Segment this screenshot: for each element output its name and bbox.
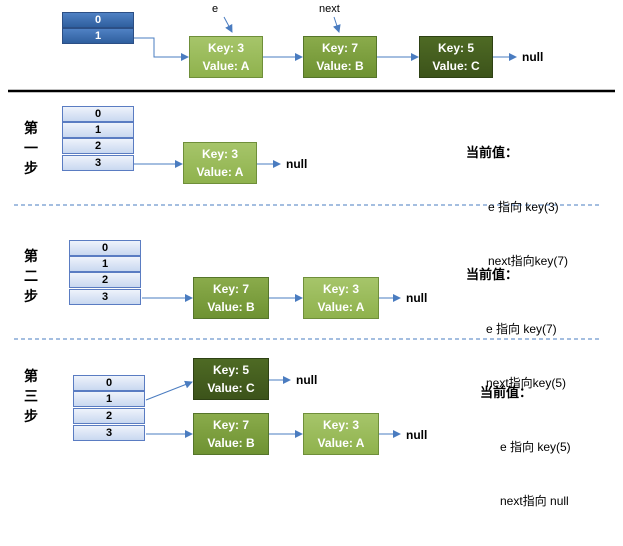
step2-info-next: next指向key(5) <box>486 376 567 390</box>
step1-char-2: 一 <box>24 140 38 156</box>
step1-char-1: 第 <box>24 120 38 136</box>
step2-array-cell-2: 2 <box>69 272 141 288</box>
step3-array-cell-1: 1 <box>73 391 145 407</box>
step1-info: 当前值： e 指向 key(3) next指向key(7) <box>466 108 568 306</box>
step2-array-cell-0: 0 <box>69 240 141 256</box>
node-key: Key: 7 <box>321 41 359 55</box>
node-key: Key: 5 <box>437 41 475 55</box>
step2-info: 当前值： e 指向 key(7) next指向key(5) <box>466 230 566 428</box>
step2-char-3: 步 <box>24 288 38 304</box>
step3-node-key3: Key: 3 Value: A <box>303 413 379 455</box>
step1-array-cell-2: 2 <box>62 138 134 154</box>
top-node-key7: Key: 7 Value: B <box>303 36 377 78</box>
step1-info-next: next指向key(7) <box>488 254 569 268</box>
step1-char-3: 步 <box>24 160 38 176</box>
step1-node-key3: Key: 3 Value: A <box>183 142 257 184</box>
node-key: Key: 7 <box>212 418 250 432</box>
step3-info-next: next指向 null <box>500 494 569 508</box>
step3-null-b: null <box>406 428 428 442</box>
top-array-cell-0: 0 <box>62 12 134 28</box>
step3-array-cell-3: 3 <box>73 425 145 441</box>
node-value: Value: C <box>432 59 480 73</box>
connector-layer <box>8 16 615 438</box>
step2-array-cell-3: 3 <box>69 289 141 305</box>
step1-array-cell-3: 3 <box>62 155 134 171</box>
step2-null: null <box>406 291 428 305</box>
step1-array-cell-1: 1 <box>62 122 134 138</box>
node-key: Key: 3 <box>201 147 239 161</box>
step3-info: 当前值： e 指向 key(5) next指向 null <box>480 348 571 546</box>
step3-label: 第 三 步 <box>22 366 40 426</box>
step3-array-cell-0: 0 <box>73 375 145 391</box>
step1-info-e: e 指向 key(3) <box>488 200 559 214</box>
node-value: Value: A <box>202 59 250 73</box>
top-array-cell-1: 1 <box>62 28 134 44</box>
step3-info-e: e 指向 key(5) <box>500 440 571 454</box>
node-value: Value: A <box>317 300 365 314</box>
step1-array-cell-0: 0 <box>62 106 134 122</box>
step2-char-1: 第 <box>24 248 38 264</box>
step3-info-title: 当前值： <box>480 385 533 400</box>
node-key: Key: 3 <box>207 41 245 55</box>
step2-node-key7: Key: 7 Value: B <box>193 277 269 319</box>
step1-label: 第 一 步 <box>22 118 40 178</box>
step2-array-cell-1: 1 <box>69 256 141 272</box>
connector-top-array-to-key3 <box>134 37 189 61</box>
step2-info-e: e 指向 key(7) <box>486 322 557 336</box>
step3-char-3: 步 <box>24 408 38 424</box>
node-key: Key: 5 <box>212 363 250 377</box>
node-value: Value: B <box>316 59 364 73</box>
top-node-key5: Key: 5 Value: C <box>419 36 493 78</box>
step1-null: null <box>286 157 308 171</box>
pointer-next-label: next <box>319 3 340 15</box>
pointer-e-label: e <box>212 3 219 15</box>
top-node-key3: Key: 3 Value: A <box>189 36 263 78</box>
step2-char-2: 二 <box>24 268 38 284</box>
node-value: Value: A <box>196 165 244 179</box>
step2-node-key3: Key: 3 Value: A <box>303 277 379 319</box>
connector-s3-array-to-key5 <box>145 380 193 401</box>
pointer-e-arrow <box>223 16 233 33</box>
pointer-next-arrow <box>332 16 341 33</box>
step3-node-key5: Key: 5 Value: C <box>193 358 269 400</box>
step3-char-1: 第 <box>24 368 38 384</box>
node-key: Key: 7 <box>212 282 250 296</box>
step3-null-a: null <box>296 373 318 387</box>
step2-label: 第 二 步 <box>22 246 40 306</box>
step3-array-cell-2: 2 <box>73 408 145 424</box>
step3-node-key7: Key: 7 Value: B <box>193 413 269 455</box>
node-value: Value: B <box>207 436 255 450</box>
step1-info-title: 当前值： <box>466 145 519 160</box>
node-key: Key: 3 <box>322 282 360 296</box>
top-null: null <box>522 50 544 64</box>
node-key: Key: 3 <box>322 418 360 432</box>
node-value: Value: B <box>207 300 255 314</box>
step3-char-2: 三 <box>24 388 38 404</box>
step2-info-title: 当前值： <box>466 267 519 282</box>
node-value: Value: A <box>317 436 365 450</box>
node-value: Value: C <box>207 381 255 395</box>
hashmap-resize-diagram: 0 1 e next Key: 3 Value: A Key: 7 Value:… <box>8 3 615 508</box>
